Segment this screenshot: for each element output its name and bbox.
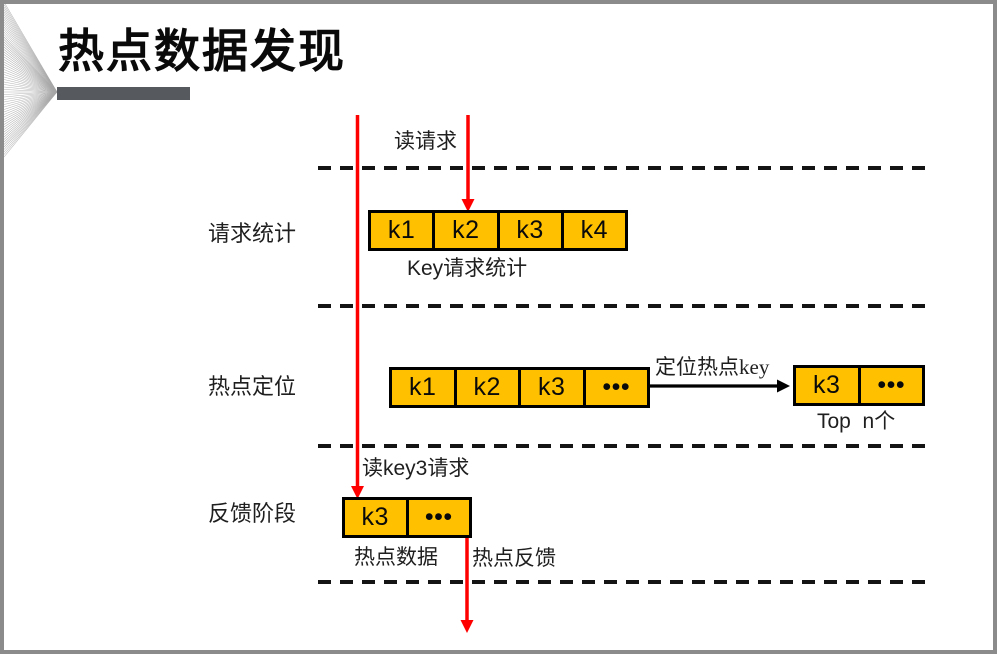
read-request-arrow (461, 115, 475, 212)
annotation-locate-hot-key: 定位热点key (655, 355, 770, 379)
key-array-feedback: k3 ••• (342, 497, 472, 538)
key-cell: k1 (387, 216, 416, 244)
key-cell: k2 (432, 213, 496, 248)
title-underline-bar (57, 87, 190, 100)
left-fan-decoration (3, 1, 58, 158)
key-cell: k3 (813, 371, 841, 399)
annotation-read-key3-request: 读key3请求 (362, 457, 470, 480)
lane-label-hotspot-locate: 热点定位 (208, 374, 297, 399)
key-cell: k3 (496, 213, 561, 248)
lane-label-feedback-phase: 反馈阶段 (208, 501, 297, 526)
key-cell: ••• (405, 500, 470, 535)
key-cell: ••• (582, 370, 648, 405)
key-cell: k3 (518, 370, 583, 405)
annotation-key-request-stats: Key请求统计 (407, 257, 528, 280)
slide-title: 热点数据发现 (58, 25, 346, 77)
locate-hot-key-arrow (650, 379, 790, 393)
hot-feedback-arrow (460, 538, 474, 633)
annotation-hot-feedback: 热点反馈 (472, 547, 556, 570)
key-cell: k3 (361, 503, 389, 531)
lane-label-request-stats: 请求统计 (208, 221, 297, 246)
key-array-top-n: k3 ••• (793, 365, 925, 406)
key-cell: k1 (409, 373, 437, 401)
key-cell: k4 (560, 213, 625, 248)
incoming-request-arrow (351, 115, 364, 499)
key-cell: ••• (857, 368, 923, 403)
annotation-read-request: 读请求 (394, 130, 457, 153)
key-cell: k2 (453, 370, 519, 405)
annotation-top-n: Top n个 (817, 410, 896, 433)
annotation-hot-data: 热点数据 (354, 546, 438, 569)
